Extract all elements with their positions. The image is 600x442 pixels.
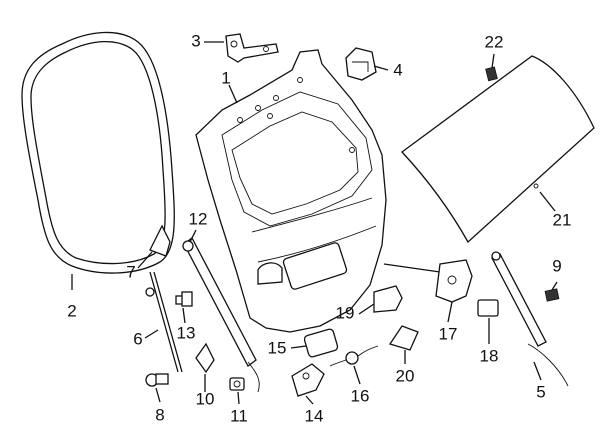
callout-5: 5 — [536, 383, 545, 402]
callout-10: 10 — [196, 390, 215, 409]
part-lamp — [373, 285, 403, 313]
part-lock-actuator — [291, 363, 325, 397]
part-back-glass — [401, 55, 595, 244]
callout-17: 17 — [439, 325, 458, 344]
callout-22: 22 — [485, 33, 504, 52]
callout-16: 16 — [351, 387, 370, 406]
callout-19: 19 — [336, 304, 355, 323]
part-latch-assembly — [383, 259, 473, 303]
callout-6: 6 — [133, 330, 142, 349]
callout-9: 9 — [552, 257, 561, 276]
part-striker — [477, 299, 499, 317]
leader-lines — [71, 41, 558, 405]
part-bumper-bracket — [149, 224, 171, 257]
part-bolt — [175, 291, 193, 307]
callout-15: 15 — [268, 339, 287, 358]
callout-21: 21 — [553, 211, 572, 230]
callout-18: 18 — [480, 347, 499, 366]
part-stud — [145, 373, 169, 387]
callout-11: 11 — [230, 407, 248, 426]
callout-20: 20 — [396, 367, 415, 386]
part-weatherstrip — [21, 31, 175, 274]
callout-1: 1 — [221, 69, 230, 88]
part-switch — [303, 328, 339, 358]
part-clip — [485, 66, 498, 82]
callout-3: 3 — [191, 32, 200, 51]
callout-4: 4 — [393, 61, 402, 80]
part-handle — [388, 325, 419, 351]
part-bracket — [345, 47, 377, 81]
callout-13: 13 — [177, 324, 196, 343]
part-liftgate — [195, 49, 387, 333]
part-plug — [544, 288, 560, 302]
part-gas-strut-left — [182, 237, 260, 393]
part-release-cable — [329, 345, 379, 367]
callout-7: 7 — [126, 263, 135, 282]
part-bumper — [195, 342, 215, 374]
part-hinge — [225, 33, 279, 63]
callout-8: 8 — [155, 406, 164, 425]
callout-labels: 1 2 3 4 5 6 7 8 9 10 11 12 13 14 15 16 1… — [67, 32, 571, 426]
part-gas-strut-right — [491, 251, 569, 387]
part-latch — [229, 377, 245, 391]
callout-2: 2 — [67, 302, 76, 321]
callout-12: 12 — [189, 210, 208, 229]
callout-14: 14 — [305, 407, 324, 426]
part-rod — [145, 271, 183, 373]
